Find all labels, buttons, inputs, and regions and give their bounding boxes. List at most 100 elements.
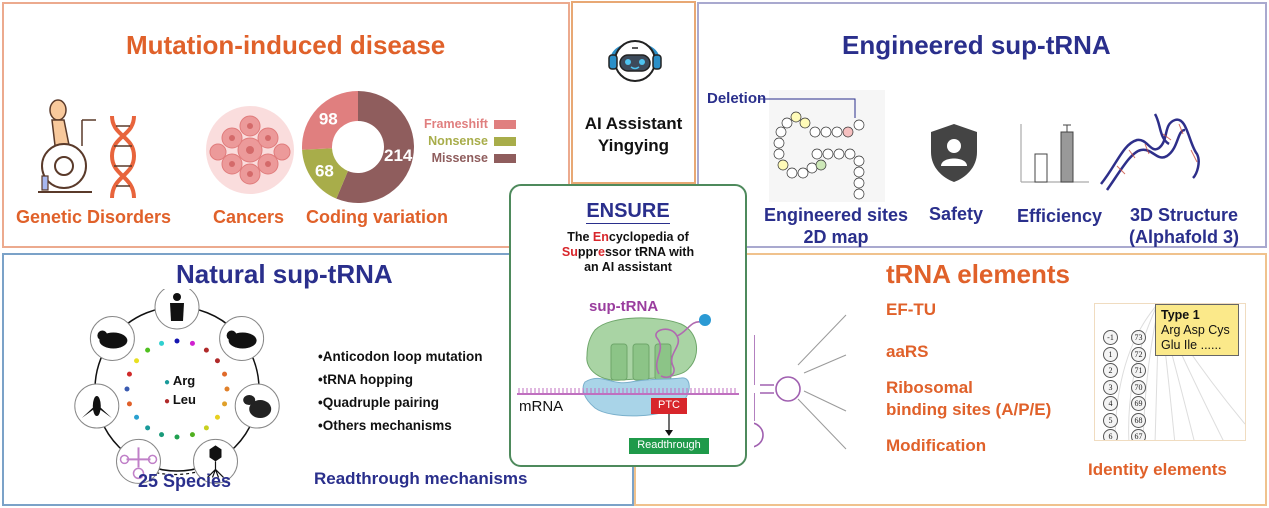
mutation-disease-panel: Mutation-induced disease Genetic Disorde… <box>2 2 570 248</box>
amino-acid-dot <box>214 358 220 364</box>
tooltip-line2: Glu Ile ...... <box>1161 338 1222 352</box>
identity-elements-label: Identity elements <box>1088 460 1227 479</box>
element-ef-tu: EF-TU <box>886 300 937 319</box>
coding-variation-label: Coding variation <box>306 207 449 227</box>
amino-acid-dot <box>126 371 132 377</box>
t: ppr <box>577 245 599 259</box>
sup-trna-label: sup-tRNA <box>589 298 659 315</box>
identity-tooltip: Type 1 Arg Asp Cys Glu Ile ...... <box>1155 304 1239 356</box>
engineered-sites-label: Engineered sites 2D map <box>751 204 921 248</box>
mechanism-item: •Others mechanisms <box>318 418 452 433</box>
ribosomal-line1: Ribosomal <box>886 378 973 397</box>
fly-icon <box>74 383 120 429</box>
ptc-label: PTC <box>658 399 680 411</box>
robot-headset-icon <box>608 40 662 82</box>
position-node: 68 <box>1131 412 1146 428</box>
genetic-disorders-label: Genetic Disorders <box>16 207 172 227</box>
legend-label: Frameshift <box>424 117 488 131</box>
amino-acid-dot <box>124 386 130 392</box>
coding-variation-donut-chart: 214 68 98 <box>302 91 414 203</box>
species-count-label: 25 Species <box>138 471 232 491</box>
dna-helix-icon <box>109 116 137 198</box>
element-ribosomal: Ribosomal binding sites (A/P/E) <box>886 377 1051 421</box>
amino-acid-dot <box>189 340 195 346</box>
donut-slice-missense <box>336 91 414 203</box>
t: ssor tRNA with <box>604 245 695 259</box>
safety-label: Safety <box>929 204 984 224</box>
alphafold-3d-structure-icon <box>1100 113 1200 191</box>
amino-acid-dot <box>134 358 140 364</box>
cancer-cells-icon <box>206 106 294 194</box>
safety-shield-icon <box>931 124 977 182</box>
center-amino-acids: ● Arg ● Leu <box>164 372 196 410</box>
position-node: 1 <box>1103 346 1118 362</box>
tooltip-title: Type 1 <box>1161 308 1200 322</box>
trna-2d-map-icon <box>759 90 885 202</box>
amino-acid-dot <box>159 340 165 346</box>
ribosomal-line2: binding sites (A/P/E) <box>886 400 1052 419</box>
legend-label: Missense <box>431 151 488 165</box>
legend-item-frameshift: Frameshift <box>424 116 516 133</box>
panel-title: Mutation-induced disease <box>126 30 446 60</box>
amino-acid-dot <box>159 432 165 438</box>
position-node: 4 <box>1103 396 1118 411</box>
readthrough-label: Readthrough <box>637 439 701 451</box>
position-node: 72 <box>1131 346 1146 362</box>
position-node: 3 <box>1103 379 1118 395</box>
t: cyclopedia of <box>608 230 689 244</box>
element-modification: Modification <box>886 436 987 455</box>
donut-value-label: 98 <box>319 110 338 129</box>
desc-line1: The Encyclopedia of <box>511 230 745 245</box>
deletion-label: Deletion <box>707 90 767 107</box>
t: The <box>567 230 593 244</box>
donut-slice-nonsense <box>302 148 348 199</box>
ai-assistant-panel[interactable]: AI Assistant Yingying <box>571 1 696 184</box>
amino-acid-dot <box>174 338 180 344</box>
leu-text: Leu <box>172 392 196 407</box>
ai-label-line2: Yingying <box>597 136 670 155</box>
position-node: -1 <box>1103 330 1118 345</box>
engineered-sup-trna-panel: Engineered sup-tRNA Deletion Engineered … <box>697 2 1267 248</box>
wheelchair-person-icon <box>38 99 96 193</box>
label-line2: (Alphafold 3) <box>1129 227 1239 247</box>
mouse-icon <box>219 316 265 362</box>
label-line2: 2D map <box>803 227 869 247</box>
panel-title: Engineered sup-tRNA <box>842 30 1111 60</box>
ensure-title: ENSURE <box>511 200 745 224</box>
t: En <box>592 230 609 244</box>
arg-text: Arg <box>172 373 196 388</box>
cancers-label: Cancers <box>213 207 285 227</box>
t: Su <box>561 245 578 259</box>
legend-item-missense: Missense <box>424 150 516 167</box>
ensure-description: The Encyclopedia of Suppressor tRNA with… <box>511 230 745 275</box>
donut-slice-frameshift <box>302 91 358 150</box>
desc-line2: Suppressor tRNA with <box>511 245 745 260</box>
label-line1: 3D Structure <box>1129 205 1239 225</box>
natural-sup-trna-panel: Natural sup-tRNA ● Arg ● Leu 25 Species … <box>2 253 634 506</box>
mrna-label: mRNA <box>519 398 564 415</box>
human-icon <box>154 289 200 330</box>
phage-icon <box>192 438 238 484</box>
donut-value-label: 68 <box>315 162 334 181</box>
frog-icon <box>89 316 135 362</box>
ensure-panel: ENSURE The Encyclopedia of Suppressor tR… <box>509 184 747 467</box>
position-node: 71 <box>1131 363 1146 378</box>
yeast-icon <box>234 383 280 429</box>
amino-acid-dot <box>224 386 230 392</box>
legend-swatch <box>493 154 516 164</box>
amino-acid-dot <box>134 414 140 420</box>
amino-acid-dot <box>126 401 132 407</box>
position-node: 69 <box>1131 396 1146 411</box>
amino-acid-dot <box>222 401 228 407</box>
position-node: 2 <box>1103 363 1118 378</box>
amino-acid-dot <box>189 432 195 438</box>
ribosome-illustration <box>517 314 739 454</box>
donut-value-label: 214 <box>384 146 413 165</box>
legend-swatch <box>493 137 516 147</box>
amino-acid-dot <box>145 347 151 353</box>
panel-title: Natural sup-tRNA <box>176 259 393 289</box>
legend-item-nonsense: Nonsense <box>424 133 516 150</box>
